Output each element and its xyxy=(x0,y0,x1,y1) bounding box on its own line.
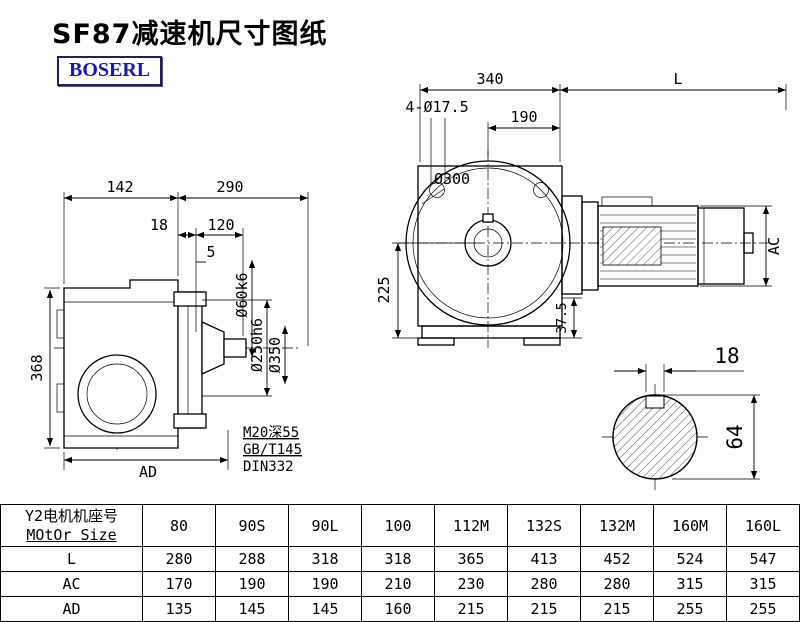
table-cell: 145 xyxy=(288,596,362,622)
table-cell: 547 xyxy=(726,546,800,572)
bolt-boss xyxy=(56,383,65,413)
adapter-flange xyxy=(561,195,583,295)
note-tap-size: M20深55 xyxy=(243,425,299,441)
bore-keyway xyxy=(482,213,494,223)
table-row-ad: AD 135 145 145 160 215 215 215 255 255 xyxy=(0,596,800,622)
output-flange xyxy=(177,291,203,429)
brand-logo: BOSERL xyxy=(57,56,163,86)
base xyxy=(421,325,561,339)
dim-flange-dia: Ø350 xyxy=(266,337,284,373)
table-cell: 524 xyxy=(653,546,727,572)
dim-290: 290 xyxy=(216,178,243,196)
col-header-160m: 160M xyxy=(653,504,727,547)
page-title: SF87减速机尺寸图纸 xyxy=(52,19,328,50)
dim-motor-length: L xyxy=(673,70,682,88)
dim-5: 5 xyxy=(206,243,215,261)
keyway-slot xyxy=(645,395,665,409)
col-header-160l: 160L xyxy=(726,504,800,547)
dimension-drawing: 142 290 18 120 5 Ø60k6 Ø250h6 Ø350 xyxy=(28,70,787,492)
foot xyxy=(523,337,561,346)
dim-bolt-holes: 4-Ø17.5 xyxy=(405,98,468,116)
col-header-100: 100 xyxy=(361,504,435,547)
table-cell: 190 xyxy=(288,571,362,597)
table-corner-cell: Y2电机机座号 MOtOr Size xyxy=(0,504,143,547)
table-cell: 288 xyxy=(215,546,289,572)
table-cell: 210 xyxy=(361,571,435,597)
flange-square xyxy=(417,165,563,327)
motor-size-table: Y2电机机座号 MOtOr Size 80 90S 90L 100 112M 1… xyxy=(0,504,800,622)
bolt-hole xyxy=(533,182,549,198)
note-din: DIN332 xyxy=(243,459,294,475)
dim-key-width: 18 xyxy=(714,344,739,368)
dim-225: 225 xyxy=(375,276,393,303)
table-cell: 255 xyxy=(726,596,800,622)
dim-shaft-height: 64 xyxy=(723,424,747,449)
table-cell: 413 xyxy=(507,546,581,572)
table-cell: 190 xyxy=(215,571,289,597)
col-header-132m: 132M xyxy=(580,504,654,547)
table-row-l: L 280 288 318 318 365 413 452 524 547 xyxy=(0,546,800,572)
table-cell: 145 xyxy=(215,596,289,622)
bolt-hole xyxy=(429,182,445,198)
table-cell: 135 xyxy=(142,596,216,622)
table-cell: 255 xyxy=(653,596,727,622)
table-header-row: Y2电机机座号 MOtOr Size 80 90S 90L 100 112M 1… xyxy=(0,504,800,547)
table-cell: 280 xyxy=(142,546,216,572)
motor-winding xyxy=(602,226,662,266)
dim-ad: AD xyxy=(139,463,157,481)
table-cell: 215 xyxy=(580,596,654,622)
table-cell: 170 xyxy=(142,571,216,597)
foot xyxy=(417,337,455,346)
row-label-ac: AC xyxy=(0,571,143,597)
dim-37-5: 37.5 xyxy=(555,302,570,333)
left-view-dimensions: 142 290 18 120 5 Ø60k6 Ø250h6 Ø350 xyxy=(28,178,309,481)
motor-end-cap xyxy=(743,232,754,254)
table-cell: 318 xyxy=(288,546,362,572)
fan-cowl xyxy=(697,207,745,285)
shaft-bell xyxy=(201,320,225,376)
dim-spigot-dia: Ø250h6 xyxy=(248,318,266,372)
table-cell: 365 xyxy=(434,546,508,572)
dim-ac: AC xyxy=(765,237,783,255)
table-cell: 160 xyxy=(361,596,435,622)
col-header-80: 80 xyxy=(142,504,216,547)
dim-142: 142 xyxy=(106,178,133,196)
col-header-132s: 132S xyxy=(507,504,581,547)
dim-18: 18 xyxy=(150,216,168,234)
table-cell: 215 xyxy=(434,596,508,622)
row-label-l: L xyxy=(0,546,143,572)
col-header-90s: 90S xyxy=(215,504,289,547)
table-cell: 230 xyxy=(434,571,508,597)
dim-shaft-dia: Ø60k6 xyxy=(233,272,251,317)
dim-340: 340 xyxy=(476,70,503,88)
col-header-90l: 90L xyxy=(288,504,362,547)
housing-bore-circle xyxy=(77,354,157,434)
header-en-label: MOtOr Size xyxy=(26,525,117,544)
table-cell: 318 xyxy=(361,546,435,572)
shaft-section-circle xyxy=(612,394,698,480)
row-label-ad: AD xyxy=(0,596,143,622)
terminal-box xyxy=(601,196,653,207)
table-cell: 215 xyxy=(507,596,581,622)
table-cell: 452 xyxy=(580,546,654,572)
note-standard: GB/T145 xyxy=(243,442,302,458)
dim-120: 120 xyxy=(207,216,234,234)
table-row-ac: AC 170 190 190 210 230 280 280 315 315 xyxy=(0,571,800,597)
right-view-dimensions: 340 L 4-Ø17.5 190 Ø300 225 37.5 AC xyxy=(375,70,787,339)
col-header-112m: 112M xyxy=(434,504,508,547)
dim-368: 368 xyxy=(28,354,46,381)
left-view xyxy=(54,279,300,452)
table-cell: 315 xyxy=(653,571,727,597)
output-shaft xyxy=(223,338,247,358)
table-cell: 280 xyxy=(580,571,654,597)
table-cell: 315 xyxy=(726,571,800,597)
table-cell: 280 xyxy=(507,571,581,597)
bolt-boss xyxy=(56,309,65,339)
dim-190: 190 xyxy=(510,108,537,126)
dim-circle-dia: Ø300 xyxy=(434,170,470,188)
shaft-end-view: 18 64 xyxy=(602,344,760,492)
header-cn-label: Y2电机机座号 xyxy=(24,506,119,525)
motor-endbell xyxy=(581,201,599,291)
